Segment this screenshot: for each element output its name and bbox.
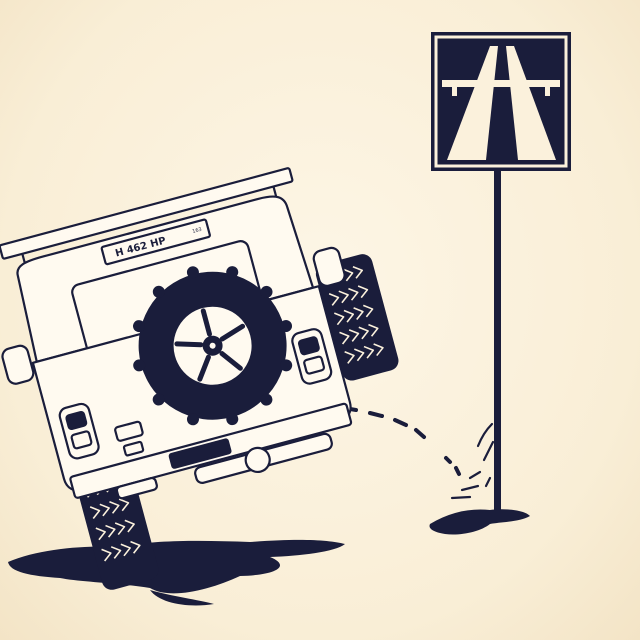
license-plate: H 462 HP 163 [100, 218, 211, 266]
left-mirror [1, 344, 35, 385]
right-mirror [312, 246, 346, 287]
roof-rack [0, 167, 294, 270]
plate-sticker-text: 163 [192, 227, 203, 235]
motorway-sign-icon [431, 32, 571, 518]
ground-puddle-right [429, 509, 530, 535]
spare-wheel [133, 266, 293, 426]
splash-droplets [450, 422, 495, 500]
ground-puddle-left [8, 539, 345, 606]
left-tail-light [58, 402, 100, 460]
right-tail-light [291, 328, 333, 385]
rear-axle [115, 432, 333, 500]
off-road-vehicle-icon: H 462 HP 163 [0, 167, 399, 590]
sign-pole [494, 168, 501, 518]
